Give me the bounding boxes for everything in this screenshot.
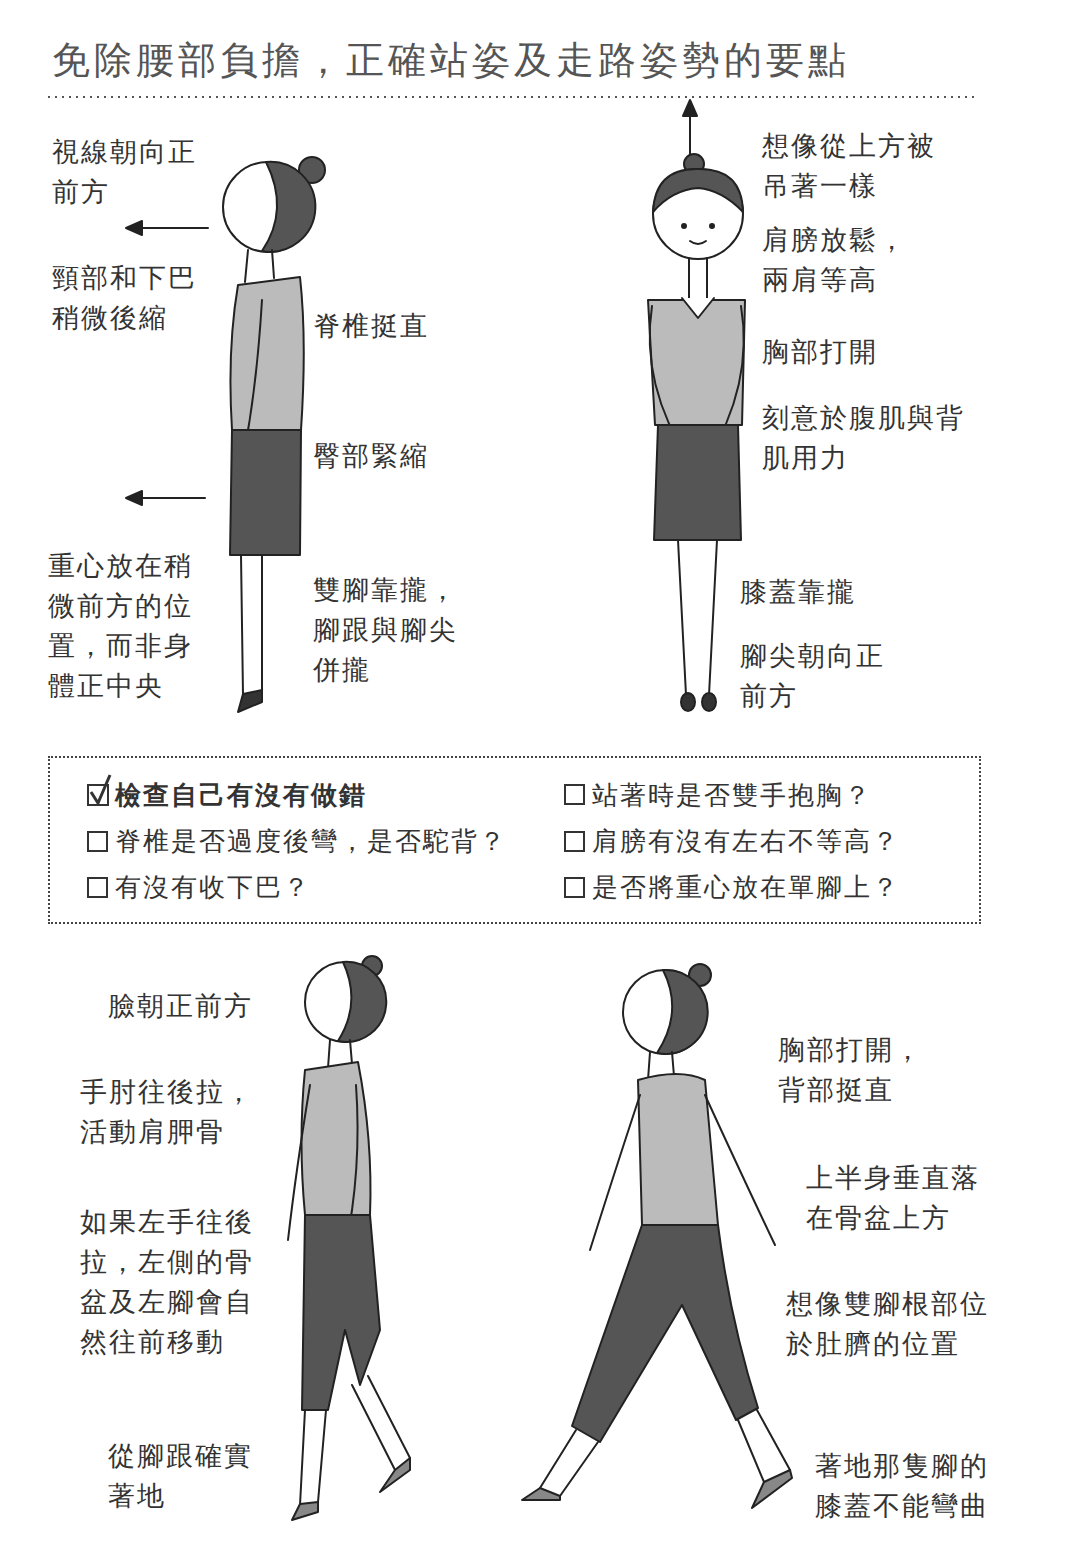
callout-label: 膝蓋靠攏 (740, 572, 860, 612)
callout-label: 脊椎挺直 (313, 306, 433, 346)
callout-label: 著地那隻腳的膝蓋不能彎曲 (815, 1446, 993, 1526)
callout-label: 頸部和下巴稍微後縮 (52, 258, 201, 338)
checklist-item: 有沒有收下巴？ (115, 870, 311, 904)
checklist-item: 脊椎是否過度後彎，是否駝背？ (115, 824, 507, 858)
checklist-item: 肩膀有沒有左右不等高？ (592, 824, 900, 858)
callout-label: 臉朝正前方 (108, 986, 257, 1026)
callout-label: 腳尖朝向正前方 (740, 636, 889, 716)
callout-label: 雙腳靠攏，腳跟與腳尖併攏 (313, 570, 462, 690)
standing-front-figure (648, 100, 745, 711)
callout-label: 臀部緊縮 (313, 436, 433, 476)
callout-label: 從腳跟確實著地 (108, 1436, 257, 1516)
checklist-box: 檢查自己有沒有做錯 站著時是否雙手抱胸？ 脊椎是否過度後彎，是否駝背？ 肩膀有沒有左右… (48, 756, 981, 924)
striding-figure (522, 964, 792, 1508)
callout-label: 胸部打開 (762, 332, 882, 372)
callout-label: 視線朝向正前方 (52, 132, 201, 212)
walking-figure (288, 956, 410, 1520)
callout-label: 刻意於腹肌與背肌用力 (762, 398, 969, 478)
callout-label: 手肘往後拉，活動肩胛骨 (80, 1072, 258, 1152)
callout-label: 想像從上方被吊著一樣 (762, 126, 940, 206)
callout-label: 肩膀放鬆，兩肩等高 (762, 220, 911, 300)
dotted-rule (48, 96, 976, 98)
checklist-item: 站著時是否雙手抱胸？ (592, 778, 872, 812)
checklist-heading: 檢查自己有沒有做錯 (115, 778, 367, 812)
callout-label: 如果左手往後拉，左側的骨盆及左腳會自然往前移動 (80, 1202, 258, 1362)
page-title: 免除腰部負擔，正確站姿及走路姿勢的要點 (52, 36, 850, 84)
callout-label: 胸部打開，背部挺直 (778, 1030, 927, 1110)
callout-label: 上半身垂直落在骨盆上方 (806, 1158, 984, 1238)
checklist-item: 是否將重心放在單腳上？ (592, 870, 900, 904)
callout-label: 重心放在稍微前方的位置，而非身體正中央 (48, 546, 197, 706)
callout-label: 想像雙腳根部位於肚臍的位置 (786, 1284, 993, 1364)
standing-side-figure (126, 157, 325, 712)
